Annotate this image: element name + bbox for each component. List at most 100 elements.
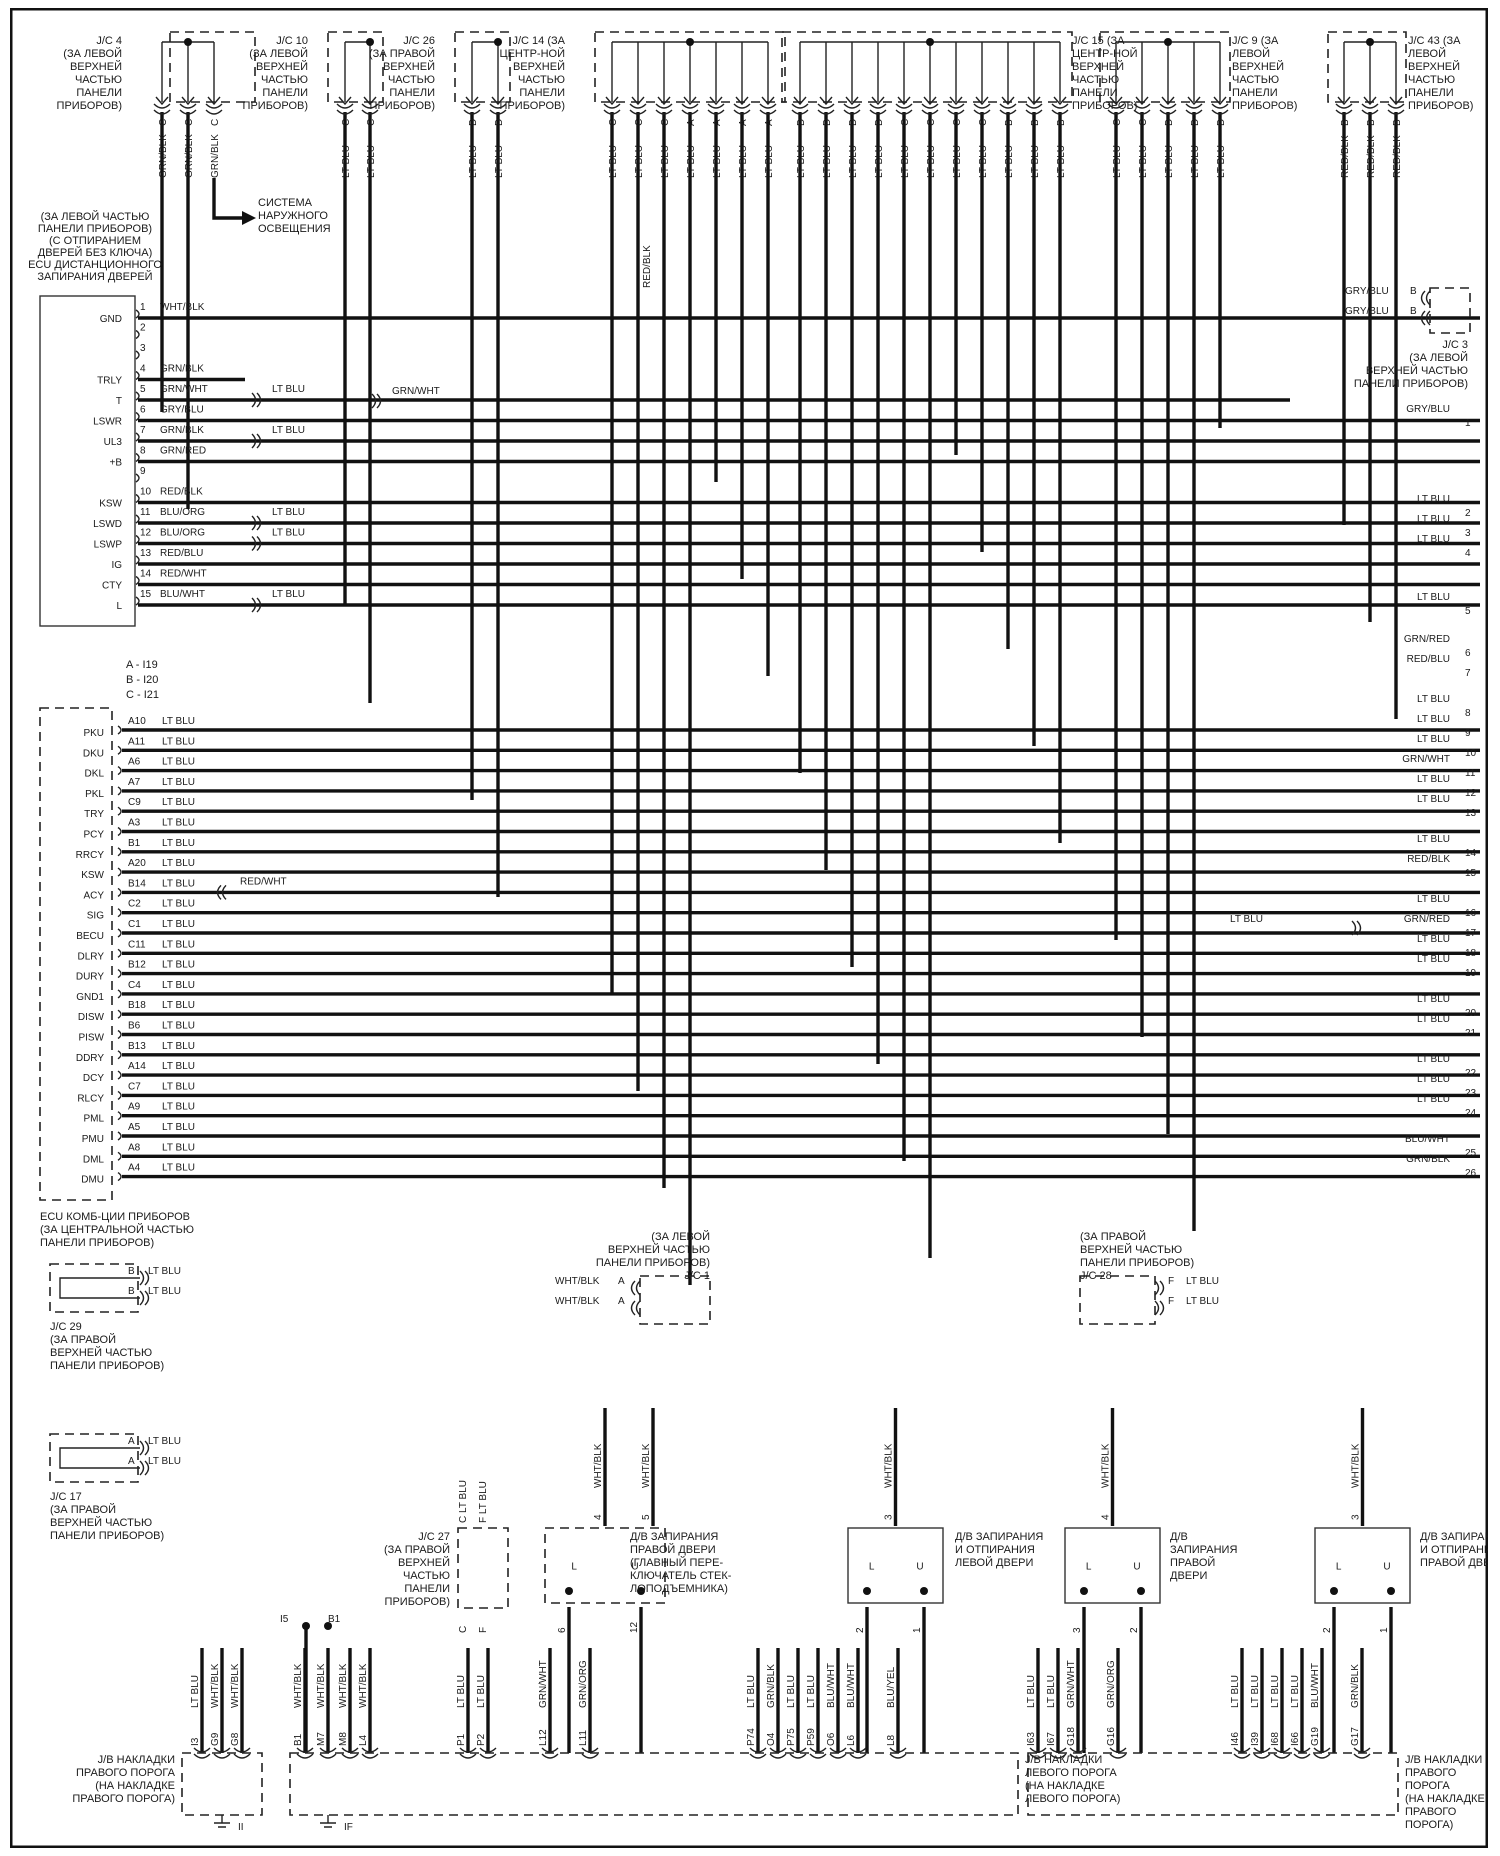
wire-color-label: RED/WHT	[160, 569, 207, 580]
motor-pin-label: 2	[1322, 1627, 1333, 1633]
pin-socket	[135, 514, 140, 524]
meter-pin-label: B13	[128, 1041, 146, 1052]
motor-pin-label: 6	[557, 1627, 568, 1633]
wire-color-label: RED/BLK	[1392, 135, 1403, 178]
motor-pin-label: 3	[884, 1514, 895, 1520]
meter-ecu-label: (ЗА ЦЕНТРАЛЬНОЙ ЧАСТЬЮ	[40, 1223, 194, 1236]
junction-label: ВЕРХНЕЙ	[513, 60, 565, 73]
junction-label: ПАНЕЛИ	[1072, 87, 1118, 99]
diagram-canvas: J/C 4(ЗА ЛЕВОЙВЕРХНЕЙЧАСТЬЮПАНЕЛИПРИБОРО…	[9, 7, 1500, 1849]
connector-socket	[869, 103, 887, 115]
meter-terminal-name: DML	[83, 1154, 105, 1165]
splice-wire-label: RED/WHT	[240, 876, 287, 887]
wire-color-label: LT BLU	[162, 960, 195, 971]
junction-label: ЦЕНТР-НОЙ	[499, 47, 565, 60]
jc27-label: (ЗА ПРАВОЙ	[384, 1543, 450, 1556]
junction-dot	[366, 38, 374, 46]
jc1-outline	[639, 1275, 711, 1325]
wire-color-label: LT BLU	[1417, 694, 1450, 705]
connector-socket	[921, 103, 939, 115]
junction-label: ЛЕВОЙ	[1408, 47, 1446, 60]
wire-color-label: LT BLU	[1417, 894, 1450, 905]
meter-pin-label: B1	[128, 838, 141, 849]
junction-label: ВЕРХНЕЙ	[256, 60, 308, 73]
connector-socket	[1233, 1747, 1251, 1759]
pin-label: B	[1056, 119, 1067, 126]
pin-socket	[135, 411, 140, 422]
connector-socket	[769, 1747, 787, 1759]
wire-color-label: LT BLU	[1056, 145, 1067, 178]
connector-socket	[1185, 103, 1203, 115]
junction-dot	[1080, 1587, 1088, 1595]
wire-color-label: LT BLU	[1026, 1675, 1037, 1708]
meter-pin-label: A11	[128, 736, 145, 747]
wire-color-label: LT BLU	[1186, 1296, 1219, 1307]
connector-socket	[193, 1747, 211, 1759]
pin-socket	[135, 329, 140, 340]
wire-layer	[122, 112, 1480, 1753]
pin-socket	[135, 452, 140, 463]
pin-label: B	[1030, 119, 1041, 126]
wire-color-label: GRN/BLK	[210, 134, 221, 178]
wire-color-label: WHT/BLK	[210, 1663, 221, 1708]
wire-color-label: LT BLU	[926, 145, 937, 178]
pin-label: B	[1410, 306, 1417, 317]
pin-arrow	[1213, 96, 1227, 106]
pin-label: C	[926, 119, 937, 126]
junction-label: ЧАСТЬЮ	[75, 74, 122, 86]
output-number: 18	[1465, 948, 1477, 959]
pin-socket	[117, 826, 122, 837]
pin-arrow	[871, 96, 885, 106]
pin-socket	[117, 1172, 122, 1182]
wire-color-label: LT BLU	[162, 980, 195, 991]
meter-terminal-name: SIG	[87, 911, 104, 922]
connector-socket	[733, 103, 751, 115]
jb-pin-label: L4	[358, 1734, 369, 1746]
meter-ecu-outline	[39, 707, 113, 1201]
output-number: 14	[1465, 848, 1477, 859]
jc27-label: ВЕРХНЕЙ	[398, 1556, 450, 1569]
wire-color-label: LT BLU	[162, 858, 195, 869]
jb-pin-label: G17	[1350, 1727, 1361, 1746]
motor-pin-label: 1	[1379, 1627, 1390, 1633]
junction-box-jc14	[594, 31, 786, 103]
connector-socket	[153, 103, 171, 115]
jb-pin-label: P74	[746, 1728, 757, 1746]
arrow-icon	[242, 211, 256, 225]
motor-label: ЗАПИРАНИЯ	[1170, 1544, 1237, 1556]
pin-socket	[117, 1050, 122, 1060]
wire-color-label: LT BLU	[1216, 145, 1227, 178]
jc28-label: J/C 28	[1080, 1270, 1112, 1282]
connector-socket	[629, 103, 647, 115]
wire-color-label: LT BLU	[366, 145, 377, 178]
connector-socket	[1211, 103, 1229, 115]
pin-label: F	[1168, 1276, 1174, 1287]
pin-label: F	[478, 1627, 489, 1633]
meter-pin-label: B14	[128, 878, 146, 889]
loop-line	[59, 1447, 140, 1469]
pin-socket	[117, 766, 122, 776]
wire-color-label: LT BLU	[162, 818, 195, 829]
pin-socket	[117, 928, 122, 938]
motor-l-label: L	[1336, 1562, 1342, 1573]
splice-wire-label: LT BLU	[272, 528, 305, 539]
output-number: 2	[1465, 508, 1471, 519]
connector-socket	[843, 103, 861, 115]
connector-socket	[479, 1747, 497, 1759]
jb-right-sill-b-label: ПРАВОГО	[1405, 1767, 1457, 1779]
meter-terminal-name: DISW	[78, 1012, 105, 1023]
pin-label: D	[1190, 119, 1201, 126]
pin-label: D	[1216, 119, 1227, 126]
pin-arrow	[363, 96, 377, 106]
pin-socket	[117, 908, 122, 918]
wire-color-label: GRN/WHT	[1066, 1660, 1077, 1708]
wire-color-label: GRN/WHT	[160, 384, 208, 395]
connector-socket	[251, 515, 262, 531]
output-number: 4	[1465, 548, 1471, 559]
wire-color-label: WHT/BLK	[358, 1663, 369, 1708]
wire-color-label: LT BLU	[1417, 774, 1450, 785]
wire-color-label: LT BLU	[162, 736, 195, 747]
meter-pin-label: C1	[128, 919, 141, 930]
connector-socket	[630, 1300, 641, 1316]
wire-color-label: GRN/BLK	[766, 1664, 777, 1708]
